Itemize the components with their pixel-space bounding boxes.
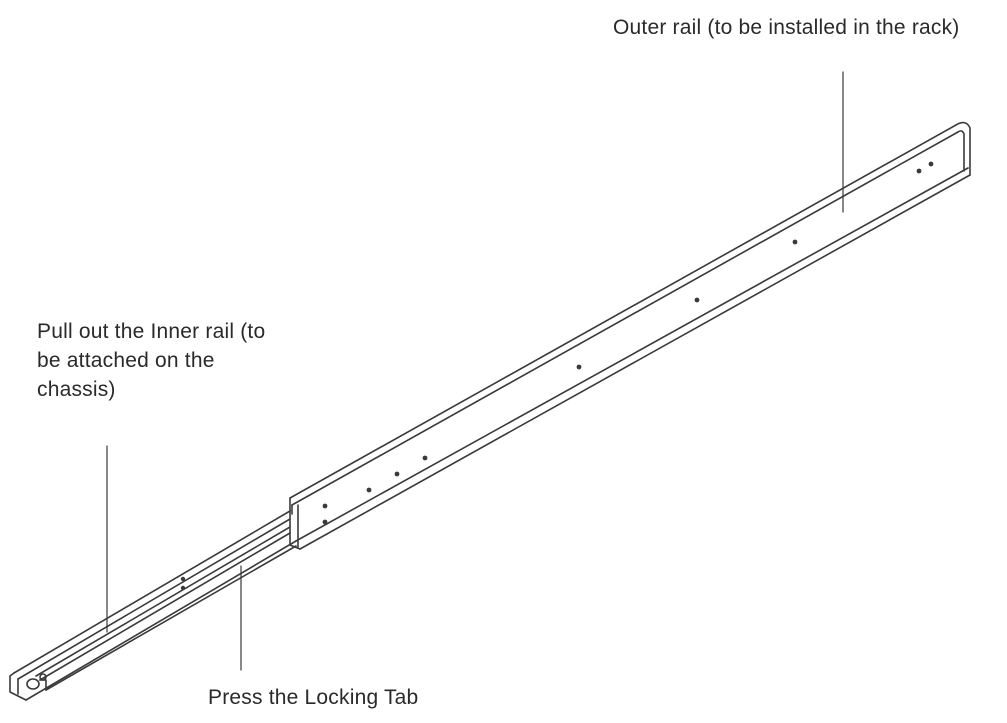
locking-tab-label: Press the Locking Tab (208, 686, 419, 709)
outer-rail-label: Outer rail (to be installed in the rack) (613, 16, 960, 39)
inner-rail-label: Pull out the Inner rail (to be attached … (37, 320, 266, 401)
outer-rail (289, 121, 971, 550)
inner-rail-holes (180, 576, 186, 591)
inner-rail (9, 510, 297, 701)
outer-rail-holes (322, 161, 934, 525)
